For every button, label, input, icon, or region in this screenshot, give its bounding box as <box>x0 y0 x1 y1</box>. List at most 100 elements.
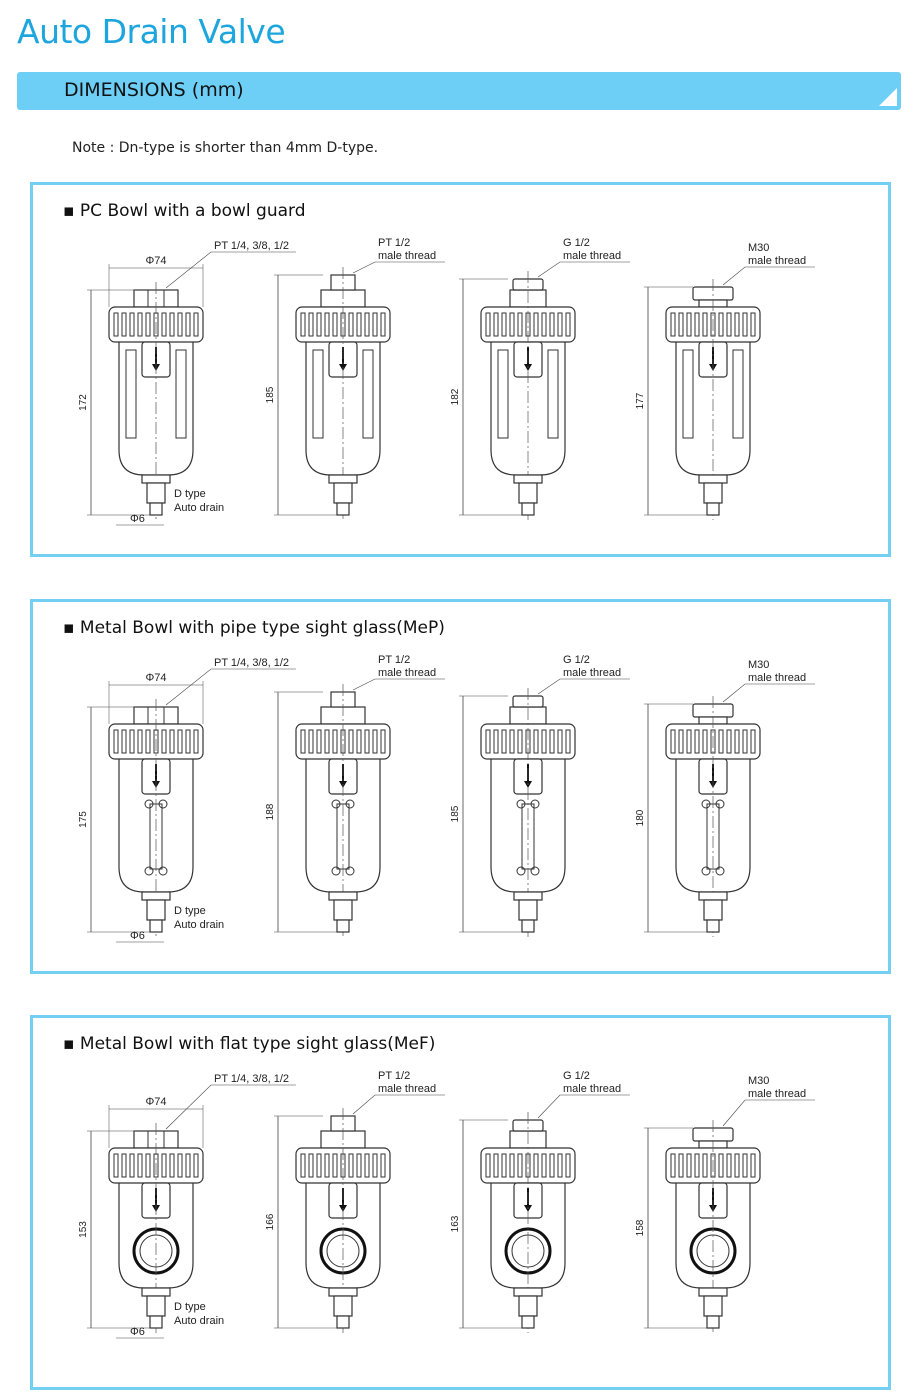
rib <box>485 729 491 754</box>
rib <box>324 312 330 337</box>
drain-diameter-label: Φ6 <box>130 513 145 525</box>
rib <box>364 312 370 337</box>
rib <box>380 312 386 337</box>
drain-body <box>146 1295 166 1317</box>
leader-line <box>722 683 815 703</box>
rib <box>137 729 143 754</box>
rib <box>185 312 191 337</box>
rib <box>718 729 724 754</box>
height-dimension: 163 <box>450 1215 461 1232</box>
rib <box>493 729 499 754</box>
guard-slot <box>175 349 187 439</box>
rib <box>517 729 523 754</box>
drain-body <box>333 899 353 921</box>
thread-label-sub: male thread <box>563 667 621 679</box>
drain-diameter-label: Φ6 <box>130 1326 145 1338</box>
rib <box>185 729 191 754</box>
rib <box>509 1153 515 1178</box>
note-text: Note : Dn-type is shorter than 4mm D-typ… <box>72 140 379 156</box>
screw <box>715 866 725 876</box>
rib <box>686 729 692 754</box>
rib <box>169 312 175 337</box>
height-dimension: 180 <box>635 809 646 826</box>
rib <box>129 1153 135 1178</box>
rib <box>742 312 748 337</box>
drain-nut <box>698 474 728 484</box>
thread-label: G 1/2 <box>563 237 590 249</box>
thread-label: G 1/2 <box>563 1070 590 1082</box>
rib <box>557 312 563 337</box>
drain-tube <box>336 502 350 516</box>
body-diameter-label: Φ74 <box>145 672 166 684</box>
rib <box>557 729 563 754</box>
rib <box>694 1153 700 1178</box>
rib <box>177 729 183 754</box>
rib <box>718 1153 724 1178</box>
rib <box>750 729 756 754</box>
rib <box>734 729 740 754</box>
rib <box>533 1153 539 1178</box>
rib <box>501 1153 507 1178</box>
rib <box>364 1153 370 1178</box>
rib <box>193 1153 199 1178</box>
screw <box>345 866 355 876</box>
rib <box>300 729 306 754</box>
drain-tube <box>706 1315 720 1329</box>
rib <box>137 1153 143 1178</box>
thread-label-sub: male thread <box>378 250 436 262</box>
rib <box>324 1153 330 1178</box>
rib <box>493 1153 499 1178</box>
rib <box>193 729 199 754</box>
screw <box>715 799 725 809</box>
panel-title: ▪ Metal Bowl with flat type sight glass(… <box>63 1034 436 1054</box>
thread-label-sub: male thread <box>378 1083 436 1095</box>
thread-label: M30 <box>748 242 769 254</box>
body-diameter-label: Φ74 <box>145 255 166 267</box>
drain-body <box>518 899 538 921</box>
thread-label: M30 <box>748 1075 769 1087</box>
rib <box>348 1153 354 1178</box>
screw <box>158 866 168 876</box>
guard-slot <box>732 349 744 439</box>
rib <box>702 1153 708 1178</box>
drain-body <box>333 1295 353 1317</box>
thread-label-sub: male thread <box>748 1088 806 1100</box>
rib <box>113 312 119 337</box>
rib <box>485 312 491 337</box>
screw <box>144 799 154 809</box>
rib <box>161 1153 167 1178</box>
rib <box>372 1153 378 1178</box>
height-dimension: 172 <box>78 394 89 411</box>
drain-body <box>146 899 166 921</box>
guard-slot <box>312 349 324 439</box>
height-dimension: 175 <box>78 811 89 828</box>
rib <box>129 729 135 754</box>
leader-line <box>537 678 630 695</box>
screw <box>331 866 341 876</box>
rib <box>686 1153 692 1178</box>
leader-line <box>722 1099 815 1127</box>
rib <box>364 729 370 754</box>
rib <box>726 312 732 337</box>
rib <box>332 1153 338 1178</box>
drain-nut <box>141 474 171 484</box>
rib <box>549 312 555 337</box>
leader-line <box>537 261 630 278</box>
rib <box>565 1153 571 1178</box>
screw <box>516 799 526 809</box>
thread-label: PT 1/2 <box>378 654 410 666</box>
rib <box>161 312 167 337</box>
rib <box>549 729 555 754</box>
body-diameter-label: Φ74 <box>145 1096 166 1108</box>
drain-body <box>703 482 723 504</box>
corner-fold-icon <box>879 88 897 106</box>
rib <box>332 312 338 337</box>
guard-slot <box>125 349 137 439</box>
